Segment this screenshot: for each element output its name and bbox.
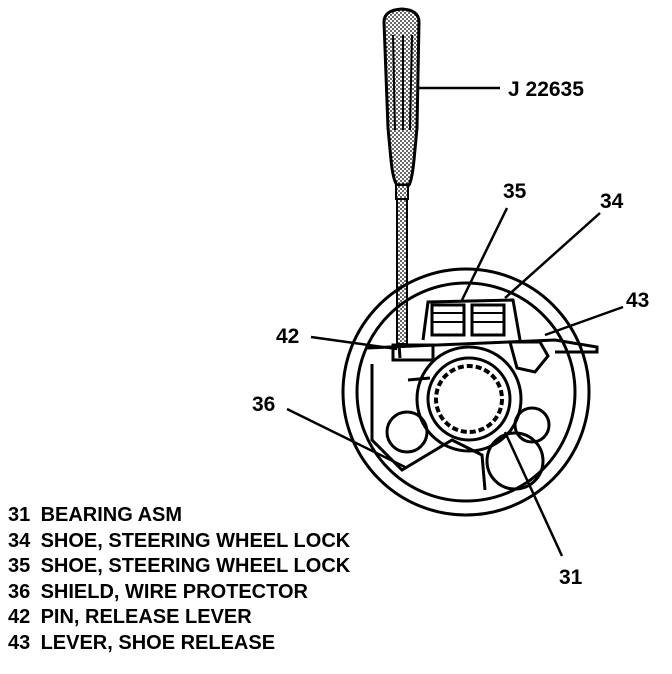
legend-item: 42 PIN, RELEASE LEVER: [8, 605, 350, 631]
legend-number: 42: [8, 606, 31, 628]
callout-34: 34: [600, 190, 624, 213]
legend-item: 43 LEVER, SHOE RELEASE: [8, 631, 350, 657]
callout-35: 35: [503, 180, 527, 203]
legend-item: 35 SHOE, STEERING WHEEL LOCK: [8, 554, 350, 580]
legend-number: 35: [8, 555, 31, 577]
legend-text: LEVER, SHOE RELEASE: [40, 631, 276, 654]
parts-legend: 31 BEARING ASM 34 SHOE, STEERING WHEEL L…: [8, 503, 350, 656]
legend-number: 36: [8, 580, 31, 603]
legend-text: SHIELD, WIRE PROTECTOR: [40, 580, 308, 603]
callout-42: 42: [276, 325, 299, 348]
steering-column-assembly: [341, 267, 599, 517]
legend-item: 34 SHOE, STEERING WHEEL LOCK: [8, 529, 350, 555]
legend-item: 31 BEARING ASM: [8, 503, 350, 529]
legend-text: PIN, RELEASE LEVER: [40, 606, 252, 628]
legend-number: 34: [8, 529, 31, 552]
legend-number: 31: [8, 504, 31, 526]
legend-text: BEARING ASM: [40, 504, 183, 526]
legend-number: 43: [8, 631, 31, 654]
leader-lines: [286, 86, 624, 557]
callout-31: 31: [559, 566, 583, 589]
legend-item: 36 SHIELD, WIRE PROTECTOR: [8, 580, 350, 606]
legend-text: SHOE, STEERING WHEEL LOCK: [40, 529, 351, 552]
callout-36: 36: [252, 393, 275, 416]
legend-text: SHOE, STEERING WHEEL LOCK: [40, 555, 351, 577]
callout-43: 43: [626, 289, 649, 312]
tool-label: J 22635: [508, 78, 584, 101]
